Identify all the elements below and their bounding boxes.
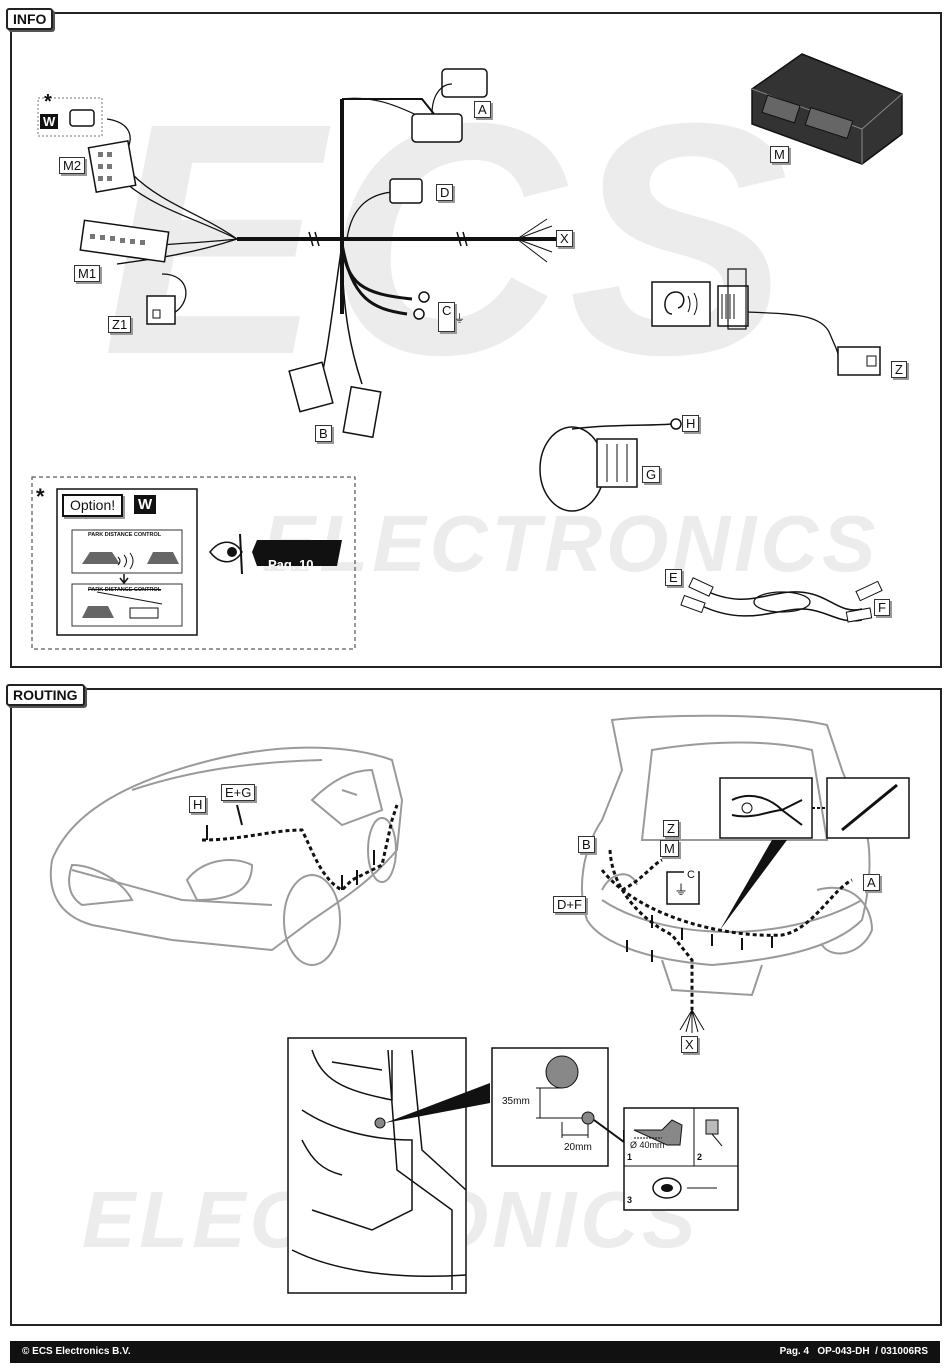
route-label-C: C xyxy=(684,868,698,883)
ground-icon: ⏚ xyxy=(454,313,465,325)
label-X: X xyxy=(556,230,573,247)
label-B: B xyxy=(315,425,332,442)
label-F: F xyxy=(874,599,890,616)
routing-panel: ELECTRONICS xyxy=(10,688,942,1326)
pdc-text-1: PARK DISTANCE CONTROL xyxy=(88,532,162,538)
route-label-EG: E+G xyxy=(221,784,256,801)
label-A: A xyxy=(474,101,491,118)
route-label-X: X xyxy=(681,1036,698,1053)
dim-horizontal: 20mm xyxy=(564,1142,592,1153)
drill-diameter: Ø 40mm xyxy=(630,1140,665,1150)
drill-step-3: 3 xyxy=(627,1195,633,1205)
info-tag: INFO xyxy=(6,8,54,30)
route-ground-icon: ⏚ xyxy=(674,882,688,898)
label-D: D xyxy=(436,184,454,201)
drill-step-2: 2 xyxy=(697,1152,703,1162)
footer-page-info: Pag. 4 OP-043-DH / 031006RS xyxy=(779,1346,928,1357)
option-w-badge: W xyxy=(134,495,157,514)
route-label-Z: Z xyxy=(663,820,679,837)
label-H: H xyxy=(682,415,700,432)
watermark-text: ELECTRONICS xyxy=(262,499,880,588)
label-C: C xyxy=(438,302,456,332)
label-M1: M1 xyxy=(74,265,101,282)
label-E: E xyxy=(665,569,682,586)
label-Z: Z xyxy=(891,361,907,378)
option-label: Option! xyxy=(62,494,124,517)
route-label-H: H xyxy=(189,796,207,813)
route-label-B: B xyxy=(578,836,595,853)
label-M2: M2 xyxy=(59,157,86,174)
routing-drawing xyxy=(49,714,910,1294)
footer-bar: © ECS Electronics B.V. Pag. 4 OP-043-DH … xyxy=(10,1341,940,1363)
routing-tag: ROUTING xyxy=(6,684,85,706)
footer-copyright: © ECS Electronics B.V. xyxy=(22,1346,131,1357)
label-M: M xyxy=(770,146,789,163)
route-label-M: M xyxy=(660,840,679,857)
pdc-text-2: PARK DISTANCE CONTROL xyxy=(88,587,162,593)
page-reference[interactable]: Pag. 10 xyxy=(268,557,314,572)
info-panel: ECS ELECTRONICS xyxy=(10,12,942,668)
star-marker: * xyxy=(44,91,52,113)
option-star: * xyxy=(36,484,45,509)
drill-step-1: 1 xyxy=(627,1152,633,1162)
route-label-DF: D+F xyxy=(553,896,586,913)
w-badge: W xyxy=(40,114,59,129)
dim-vertical: 35mm xyxy=(502,1096,530,1107)
route-label-A: A xyxy=(863,874,880,891)
label-G: G xyxy=(642,466,661,483)
label-Z1: Z1 xyxy=(108,316,132,333)
